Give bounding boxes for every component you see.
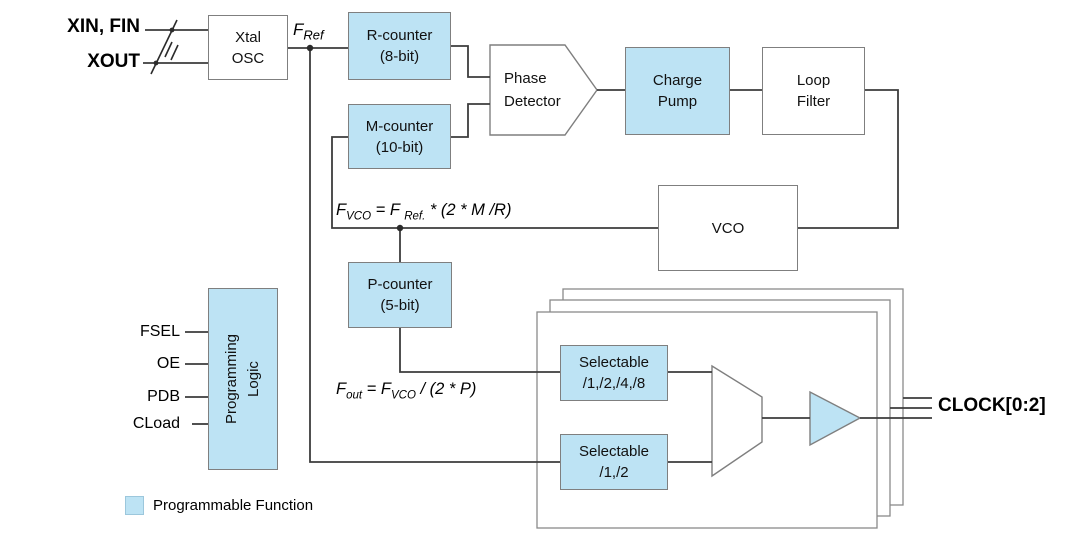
selectable-b-line2: /1,/2 xyxy=(599,464,629,481)
fvco-p2: = F xyxy=(371,201,405,219)
programming-logic-vertical-text: Programming Logic xyxy=(221,334,265,424)
block-vco: VCO xyxy=(658,185,798,271)
programming-logic-line1: Programming xyxy=(223,333,240,425)
wire-mcounter-phasedetector xyxy=(450,103,490,138)
r-counter-line1: R-counter xyxy=(366,27,433,44)
label-fsel: FSEL xyxy=(139,323,180,340)
label-xin-fin: XIN, FIN xyxy=(67,16,140,37)
formula-fout: Fout = FVCO / (2 * P) xyxy=(336,378,476,406)
xtal-osc-line1: Xtal xyxy=(235,28,261,46)
block-charge-pump: Charge Pump xyxy=(625,47,730,135)
fvco-s1: VCO xyxy=(346,210,372,223)
block-selectable-divider-a: Selectable /1,/2,/4,/8 xyxy=(560,345,668,401)
charge-pump-line1: Charge xyxy=(652,72,703,89)
r-counter-line2: (8-bit) xyxy=(379,48,420,65)
p-counter-line1: P-counter xyxy=(367,276,433,293)
block-r-counter: R-counter (8-bit) xyxy=(348,12,451,80)
fref-sub: Ref xyxy=(303,27,324,43)
xtal-osc-line2: OSC xyxy=(231,49,265,67)
fref-base: F xyxy=(293,20,304,39)
wire-pcounter-selectable xyxy=(399,328,560,373)
fvco-p1: F xyxy=(336,201,347,219)
fout-s2: VCO xyxy=(390,389,416,402)
label-xout: XOUT xyxy=(87,51,140,72)
p-counter-line2: (5-bit) xyxy=(380,297,420,314)
phase-detector-line2: Detector xyxy=(504,93,561,110)
loop-filter-line1: Loop xyxy=(796,72,831,89)
block-m-counter: M-counter (10-bit) xyxy=(348,104,451,169)
label-fref: FRef xyxy=(293,19,324,46)
selectable-a-line1: Selectable xyxy=(578,354,650,371)
vco-label: VCO xyxy=(711,219,745,237)
label-clock-out: CLOCK[0:2] xyxy=(938,395,1046,416)
wire-loopfilter-vco xyxy=(798,89,899,229)
label-cload: CLoad xyxy=(132,415,180,432)
programming-logic-line2: Logic xyxy=(245,361,262,397)
m-counter-line1: M-counter xyxy=(365,117,434,135)
m-counter-line2: (10-bit) xyxy=(375,138,424,156)
formula-fvco: FVCO = F Ref. * (2 * M /R) xyxy=(336,199,511,227)
fvco-p3: * (2 * M /R) xyxy=(425,201,512,219)
label-oe: OE xyxy=(156,355,180,372)
wire-rcounter-phasedetector xyxy=(450,45,490,78)
wires xyxy=(143,29,932,463)
phase-detector-shape xyxy=(489,44,598,136)
wire-vco-feedback-mcounter xyxy=(331,136,658,229)
block-selectable-divider-b: Selectable /1,/2 xyxy=(560,434,668,490)
legend-label: Programmable Function xyxy=(153,497,314,514)
fout-p3: / (2 * P) xyxy=(415,380,477,398)
fvco-s2: Ref. xyxy=(404,210,426,223)
block-xtal-osc: Xtal OSC xyxy=(208,15,288,80)
block-programming-logic: Programming Logic xyxy=(208,288,278,470)
fout-p1: F xyxy=(336,380,347,398)
loop-filter-line2: Filter xyxy=(796,93,831,110)
phase-detector-line1: Phase xyxy=(504,70,547,87)
fout-s1: out xyxy=(346,389,363,402)
selectable-b-line1: Selectable xyxy=(578,443,650,460)
legend-swatch xyxy=(125,496,144,515)
charge-pump-line2: Pump xyxy=(657,93,698,110)
block-loop-filter: Loop Filter xyxy=(762,47,865,135)
selectable-a-line2: /1,/2,/4,/8 xyxy=(582,375,646,392)
block-phase-detector-label: Phase Detector xyxy=(504,67,561,113)
mux-shape xyxy=(711,364,763,478)
junction-fref xyxy=(306,44,314,52)
fout-p2: = F xyxy=(362,380,391,398)
junction-fvco xyxy=(396,224,404,232)
block-p-counter: P-counter (5-bit) xyxy=(348,262,452,328)
crystal-icon xyxy=(150,19,179,75)
wire-fref-bypass xyxy=(309,48,560,463)
label-pdb: PDB xyxy=(147,388,180,405)
